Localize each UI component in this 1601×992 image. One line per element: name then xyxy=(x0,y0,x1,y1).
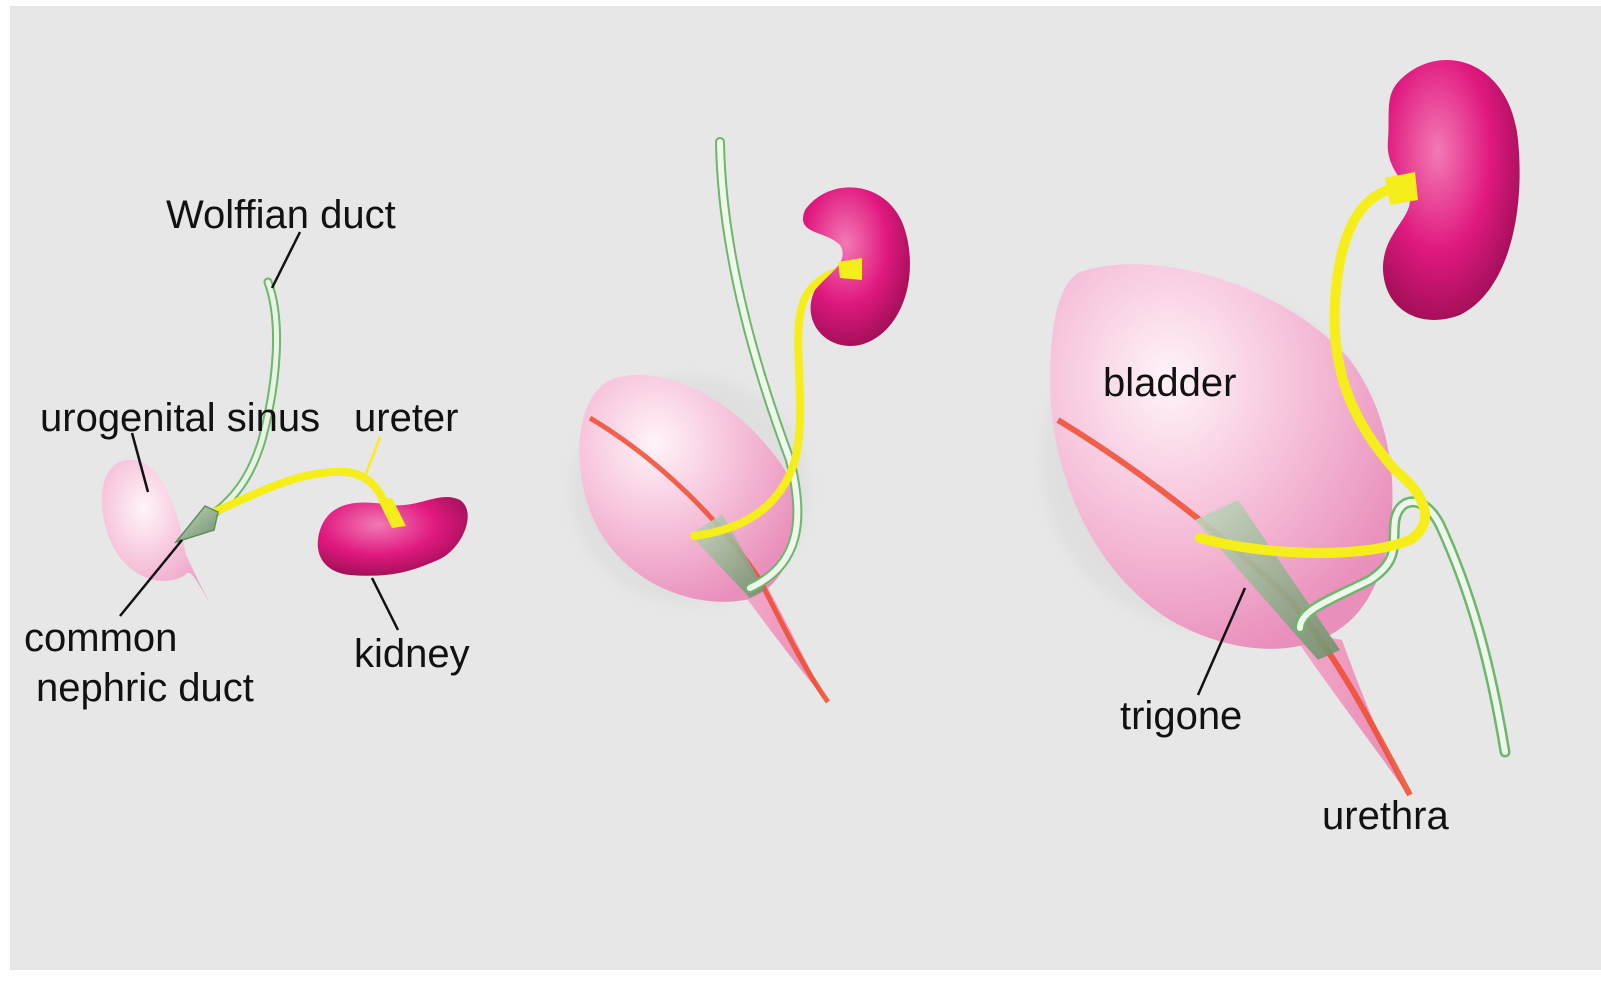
label-ureter: ureter xyxy=(354,398,459,438)
label-urogenital-sinus: urogenital sinus xyxy=(40,398,320,438)
label-kidney: kidney xyxy=(354,634,470,674)
label-common: common xyxy=(24,618,177,658)
label-bladder: bladder xyxy=(1103,363,1236,403)
label-urethra: urethra xyxy=(1322,796,1449,836)
label-trigone: trigone xyxy=(1120,696,1242,736)
label-wolffian-duct: Wolffian duct xyxy=(166,195,396,235)
label-nephric-duct: nephric duct xyxy=(36,668,254,708)
